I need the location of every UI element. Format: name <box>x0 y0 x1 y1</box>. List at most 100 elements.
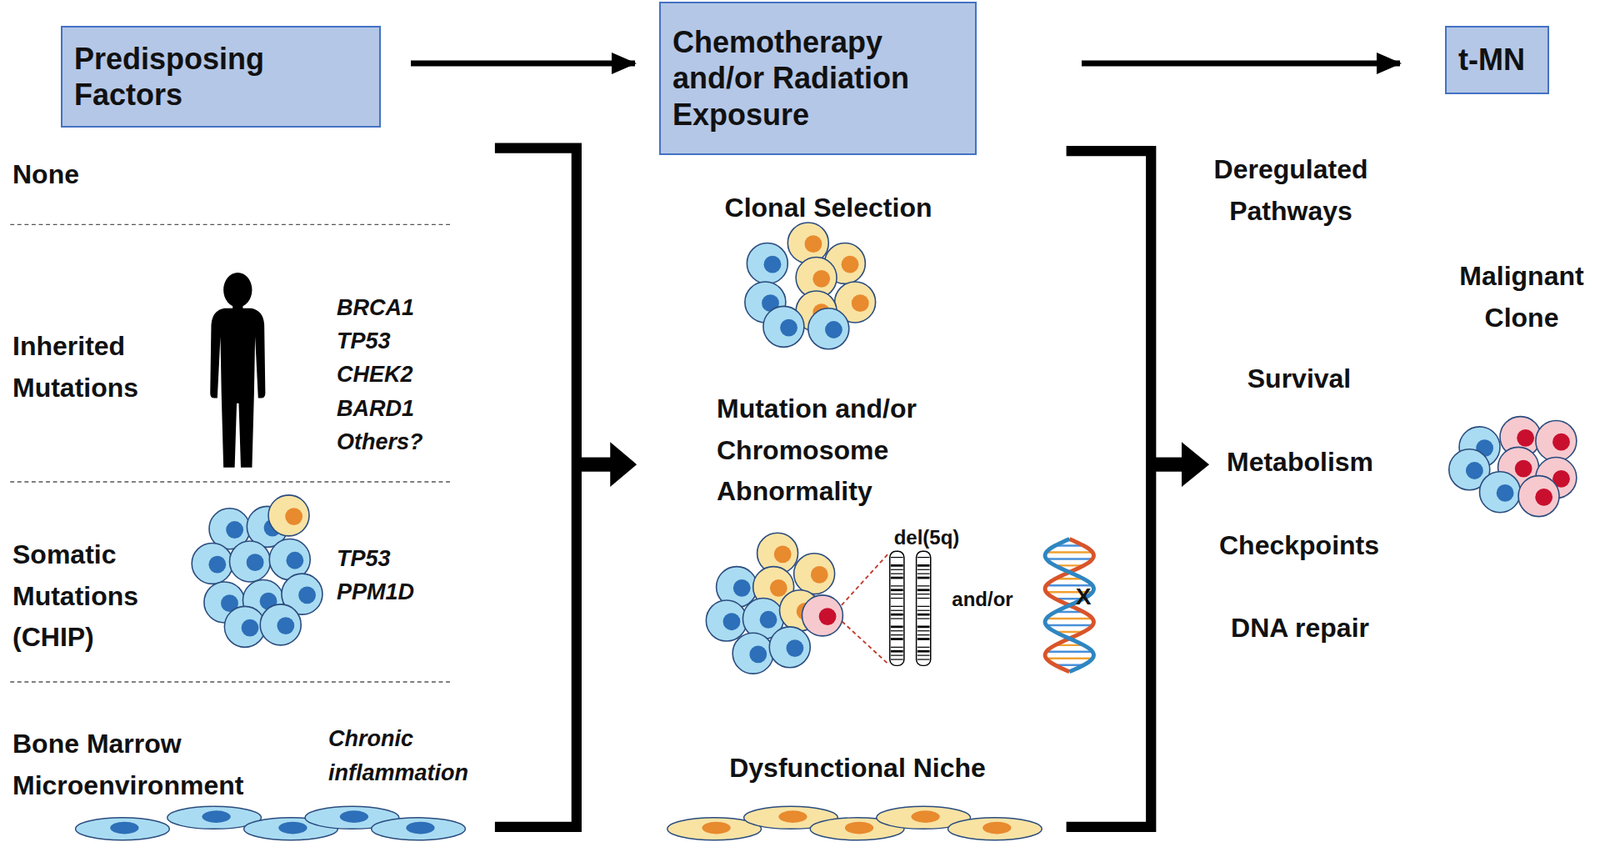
dna-rung <box>1045 650 1093 653</box>
chromosome-band <box>890 650 904 653</box>
chromosome-band <box>917 556 930 558</box>
cell-nucleus <box>1516 429 1535 447</box>
cell-nucleus <box>812 270 830 288</box>
separator-line <box>10 480 452 482</box>
chromosome-band <box>917 625 930 628</box>
chromosome-band <box>890 646 904 648</box>
text-label: None <box>12 154 180 196</box>
cell <box>224 605 265 647</box>
cell <box>1480 471 1521 513</box>
text-label: Chronic inflammation <box>328 721 487 790</box>
text-label: PPM1D <box>336 578 437 605</box>
text-label: Bone Marrow Microenvironment <box>12 723 296 806</box>
cell-nucleus <box>1552 433 1570 451</box>
cell-nucleus <box>733 579 751 597</box>
bracket-arrow-shaft <box>1150 457 1185 472</box>
cell-nucleus <box>241 619 260 637</box>
chromosome-band <box>917 655 930 656</box>
chromosome-band <box>890 655 904 656</box>
chromosome-band <box>917 585 930 586</box>
cell <box>787 222 829 264</box>
cell-nucleus <box>778 810 807 823</box>
chromosome-band <box>917 658 930 660</box>
text-label: Malignant Clone <box>1450 255 1594 339</box>
box-title: t-MN <box>1458 41 1525 78</box>
stromal-cell <box>948 817 1043 840</box>
text-label: BARD1 <box>336 395 437 422</box>
text-label: BRCA1 <box>336 294 437 321</box>
separator-line <box>10 224 452 225</box>
silhouette-head <box>223 272 252 308</box>
dna-rung <box>1045 624 1093 626</box>
chromosome-band <box>890 593 904 595</box>
leader-line <box>836 554 888 610</box>
chromosome-band <box>890 658 904 660</box>
chromosome-band <box>917 646 930 648</box>
chromosome-band <box>890 634 904 635</box>
cell <box>794 553 835 595</box>
cell <box>769 626 810 668</box>
cell-nucleus <box>276 616 295 635</box>
flow-arrow <box>410 60 635 67</box>
cell-nucleus <box>1496 484 1515 502</box>
right-bracket <box>1066 150 1210 827</box>
chromosome-band <box>890 573 904 575</box>
cell-nucleus <box>841 255 860 274</box>
chromosome-band <box>917 634 930 635</box>
stromal-cells <box>667 805 1042 840</box>
bracket-arrow-head <box>610 441 637 487</box>
separator-line <box>10 680 452 682</box>
cell-nucleus <box>805 235 823 253</box>
text-label: Deregulated Pathways <box>1190 149 1391 232</box>
chromosome-band <box>917 610 930 611</box>
chromosome-band <box>890 605 904 607</box>
chromosome-band <box>890 637 904 640</box>
cell-nucleus <box>701 821 730 835</box>
cell-nucleus <box>785 639 804 657</box>
chromosome-band <box>890 597 904 599</box>
cell-cluster <box>191 495 323 647</box>
text-label: TP53 <box>336 545 437 572</box>
chromosome-band <box>917 569 930 570</box>
artwork <box>10 148 1577 840</box>
cell-nucleus <box>1535 488 1553 506</box>
cell-cluster <box>1449 416 1577 517</box>
leader-line <box>836 616 888 664</box>
cell-nucleus <box>1465 461 1484 480</box>
text-label: Metabolism <box>1216 441 1384 484</box>
chromosome-band <box>890 564 904 567</box>
cell <box>1535 420 1577 461</box>
chromosome-band <box>917 650 930 653</box>
cell-nucleus <box>770 579 788 597</box>
cell-nucleus <box>110 821 139 835</box>
chromosome-band <box>890 585 904 586</box>
cell-nucleus <box>208 555 226 574</box>
cells <box>75 222 1577 840</box>
text-label: Checkpoints <box>1215 525 1383 567</box>
chromosome-band <box>890 630 904 631</box>
text-label: DNA repair <box>1216 607 1384 650</box>
text-label: Somatic Mutations (CHIP) <box>12 534 180 659</box>
chromosome-band <box>917 605 930 607</box>
cell <box>1518 475 1560 517</box>
chromosome-band <box>917 593 930 595</box>
cell-nucleus <box>340 810 369 823</box>
cell <box>808 308 850 350</box>
cell-cluster <box>705 532 843 674</box>
cell-nucleus <box>851 294 870 312</box>
text-label: Inherited Mutations <box>12 325 180 409</box>
cell-nucleus <box>285 551 304 570</box>
cell-cluster <box>745 222 876 350</box>
cell <box>746 242 788 284</box>
chromosome-band <box>890 576 904 580</box>
box-title: Chemotherapy and/or Radiation Exposure <box>672 24 964 133</box>
chromosomes <box>836 550 931 665</box>
text-label: Dysfunctional Niche <box>690 747 1025 790</box>
cell-nucleus <box>764 255 782 274</box>
chromosome-band <box>890 625 904 628</box>
chromosome <box>890 550 905 665</box>
cell-nucleus <box>246 553 265 571</box>
cell-nucleus <box>723 612 741 630</box>
cell-nucleus <box>1515 460 1533 478</box>
header-box: Chemotherapy and/or Radiation Exposure <box>659 1 977 155</box>
